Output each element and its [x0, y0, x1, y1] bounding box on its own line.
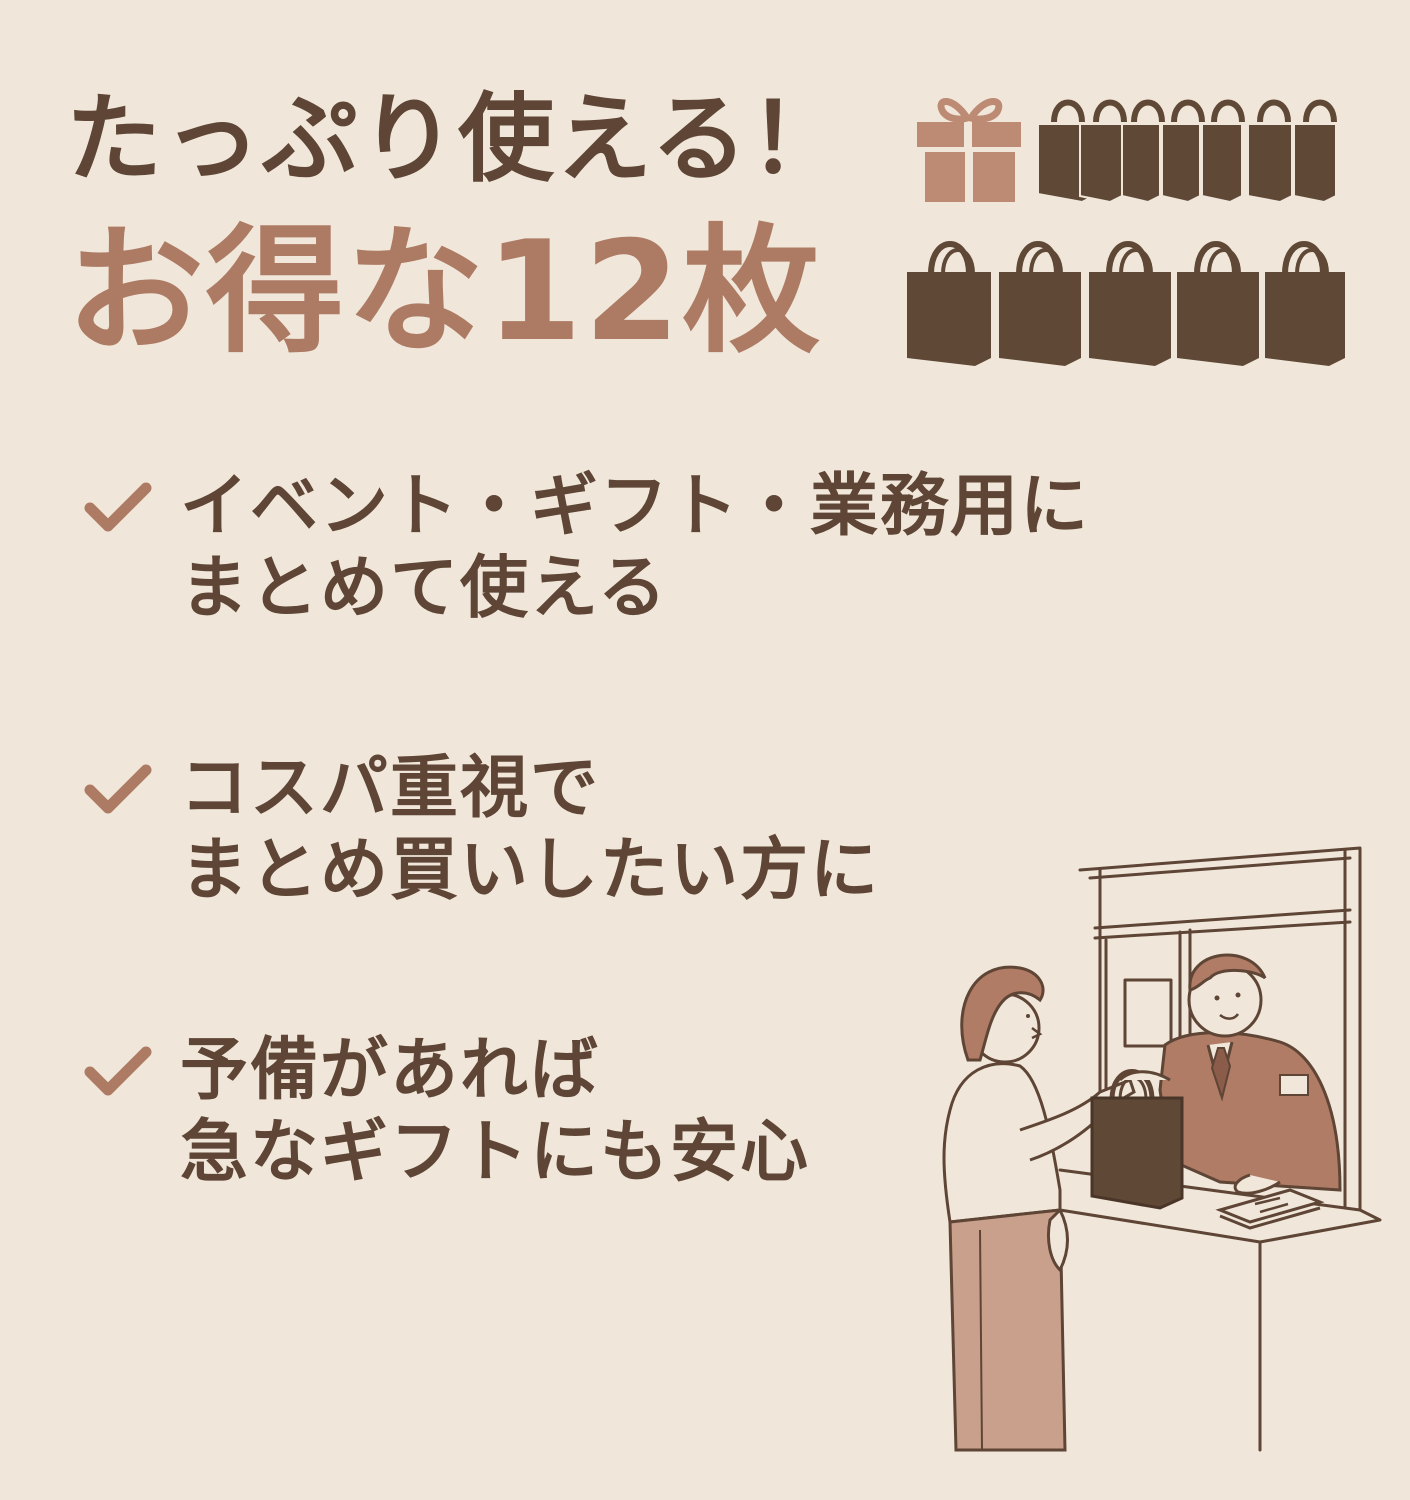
feature-text-line2: まとめ買いしたい方に: [180, 831, 881, 910]
feature-text-line2: まとめて使える: [180, 549, 668, 628]
headline-line2: お得な12枚: [66, 211, 823, 372]
bags-illustration: [905, 92, 1365, 382]
checkmark-icon: [84, 764, 152, 814]
shop-counter-illustration: [942, 846, 1382, 1452]
feature-text-line2: 急なギフトにも安心: [180, 1113, 811, 1192]
feature-text-line1: コスパ重視で: [180, 749, 601, 828]
feature-text-line1: イベント・ギフト・業務用に: [180, 467, 1091, 546]
feature-text-line1: 予備があれば: [180, 1031, 601, 1110]
feature-item: イベント・ギフト・業務用に まとめて使える: [80, 466, 1090, 630]
checkmark-icon: [84, 1046, 152, 1096]
bags-row-2: [907, 241, 1345, 366]
feature-list: イベント・ギフト・業務用に まとめて使える コスパ重視で まとめ買いしたい方に …: [80, 466, 1090, 1312]
headline-line1: たっぷり使える！: [66, 83, 848, 195]
checkmark-icon: [84, 482, 152, 532]
headline: たっぷり使える！ お得な12枚: [66, 84, 847, 372]
feature-item: コスパ重視で まとめ買いしたい方に: [80, 748, 1090, 912]
feature-item: 予備があれば 急なギフトにも安心: [80, 1030, 1090, 1194]
bags-row-1: [1038, 99, 1337, 204]
gift-box-icon: [917, 98, 1021, 202]
